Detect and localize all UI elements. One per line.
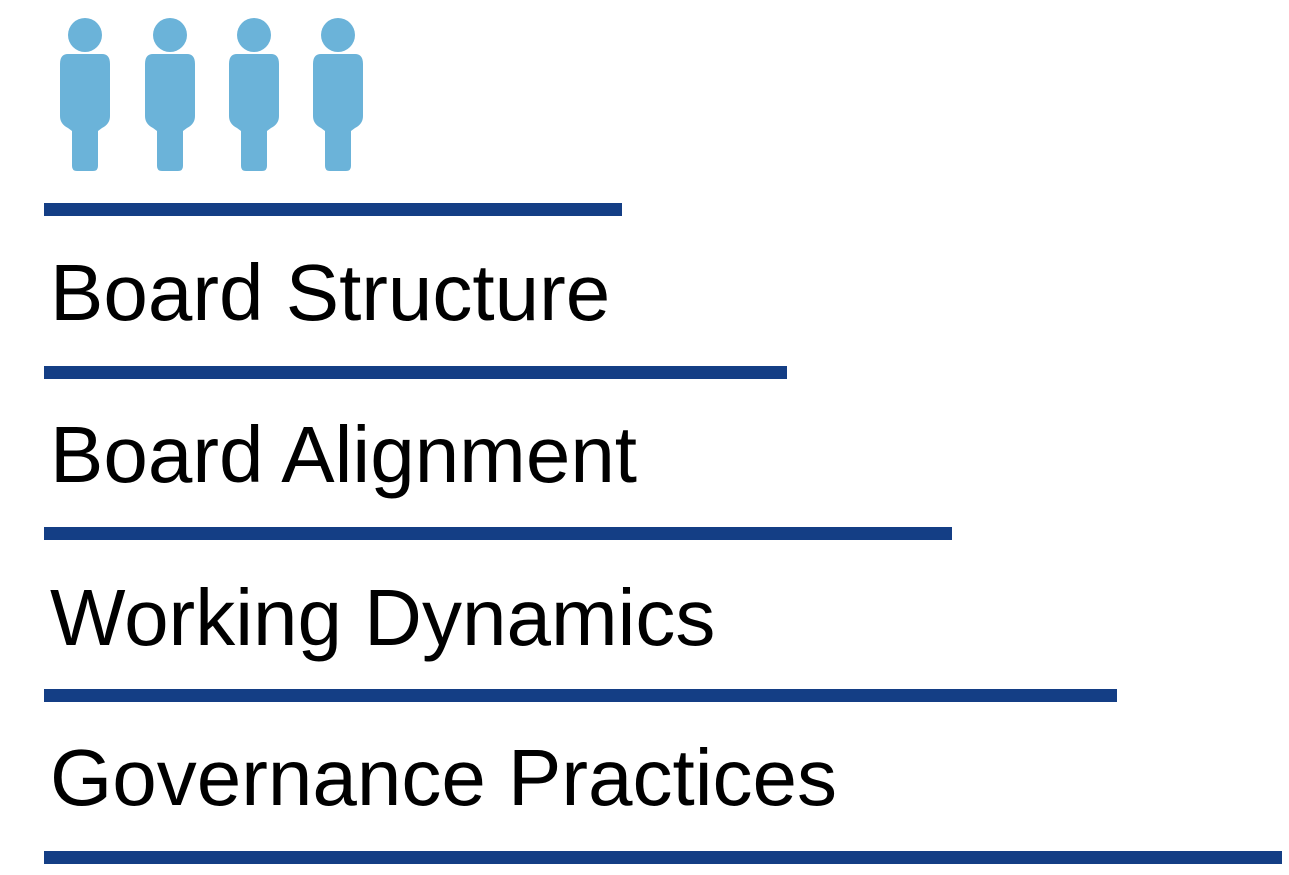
step-bar-4 <box>44 851 1282 864</box>
person-icon-graphic <box>313 18 363 171</box>
person-icon <box>311 18 365 173</box>
step-bar-3 <box>44 689 1117 702</box>
person-icon-graphic <box>229 18 279 171</box>
step-bar-2 <box>44 527 952 540</box>
step-label-governance-practices: Governance Practices <box>50 733 838 822</box>
person-icon <box>58 18 112 173</box>
step-bar-0 <box>44 203 622 216</box>
people-icon-group <box>58 18 368 173</box>
person-icon <box>143 18 197 173</box>
person-icon-graphic <box>145 18 195 171</box>
step-label-working-dynamics: Working Dynamics <box>50 573 716 662</box>
step-label-board-alignment: Board Alignment <box>50 410 638 499</box>
person-icon <box>227 18 281 173</box>
step-label-board-structure: Board Structure <box>50 248 611 337</box>
step-bar-1 <box>44 366 787 379</box>
person-icon-graphic <box>60 18 110 171</box>
